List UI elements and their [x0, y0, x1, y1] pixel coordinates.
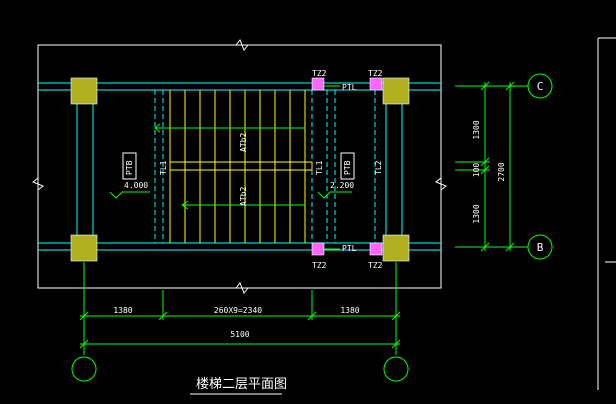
stair-direction-arrows: [154, 123, 305, 210]
column-top-right: [382, 77, 410, 105]
drawing-title: 楼梯二层平面图: [196, 377, 287, 392]
beam-dashed-lines: [154, 90, 376, 243]
elev-left-marker: [109, 191, 150, 199]
structural-columns: [70, 77, 410, 262]
break-mark-right: [435, 177, 447, 191]
axis-bubble-c: [527, 73, 553, 99]
label-ptl-top: PTL: [342, 83, 357, 92]
dim-right-total: 2700: [497, 162, 506, 181]
column-bottom-right: [382, 234, 410, 262]
dim-left-landing: 1380: [113, 306, 132, 315]
axis-label-b: B: [537, 241, 544, 254]
label-ptb-right: PTB: [343, 160, 352, 175]
label-tl1-left: TL1: [159, 160, 168, 175]
label-tz2-bottom-left: TZ2: [312, 261, 327, 270]
label-atb2-lower: ATb2: [239, 187, 248, 206]
dim-right-upper: 1300: [472, 120, 481, 139]
elev-right-marker: [317, 191, 352, 199]
dim-right-landing: 1380: [340, 306, 359, 315]
axis-bubble-b: [527, 234, 553, 260]
break-mark-left: [32, 177, 44, 191]
column-bottom-left: [70, 234, 98, 262]
axis-label-c: C: [537, 80, 544, 93]
ptb-right-box: [340, 152, 355, 180]
label-tz2-top-left: TZ2: [312, 69, 327, 78]
column-top-left: [70, 77, 98, 105]
adjacent-drawing-fragment: [597, 37, 616, 390]
axis-bubble-bottom-left: [71, 356, 97, 382]
dim-total: 5100: [230, 330, 249, 339]
axis-bubble-bottom-right: [383, 356, 409, 382]
label-atb2-upper: ATb2: [239, 133, 248, 152]
bottom-dimensions: [79, 262, 401, 355]
stair-treads: [169, 90, 313, 243]
label-ptb-left: PTB: [125, 160, 134, 175]
break-mark-bottom: [235, 282, 249, 294]
floor-outline: [37, 44, 442, 289]
right-dimensions: [455, 81, 528, 252]
label-elev-left: 4.000: [124, 181, 148, 190]
label-ptl-bottom: PTL: [342, 244, 357, 253]
tz2-posts: [311, 77, 383, 256]
label-elev-right: 2.200: [330, 181, 354, 190]
dim-steps: 260X9=2340: [214, 306, 262, 315]
label-tl2-right: TL2: [374, 160, 383, 175]
dim-right-lower: 1300: [472, 204, 481, 223]
label-tz2-top-right: TZ2: [368, 69, 383, 78]
dim-right-gap: 100: [472, 163, 481, 178]
label-tl1-right: TL1: [315, 160, 324, 175]
break-mark-top: [235, 39, 249, 51]
ptb-left-box: [122, 152, 137, 180]
label-tz2-bottom-right: TZ2: [368, 261, 383, 270]
